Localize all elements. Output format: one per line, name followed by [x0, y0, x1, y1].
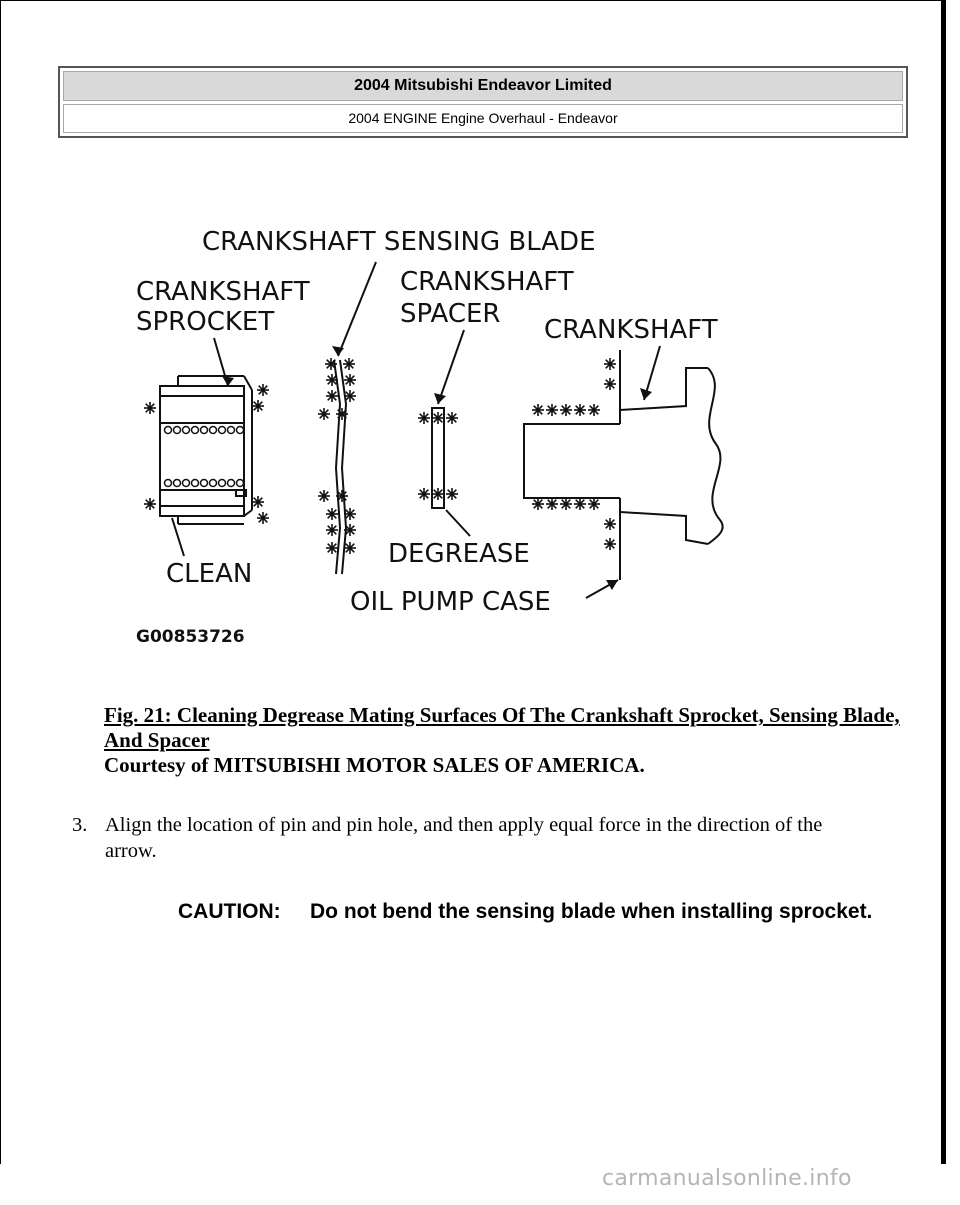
step-number: 3. — [72, 814, 88, 836]
crankshaft-asterisks — [531, 357, 617, 551]
label-oil-pump-case: OIL PUMP CASE — [350, 587, 551, 617]
sprocket-asterisks — [143, 383, 270, 525]
page-frame — [0, 0, 946, 1164]
crankshaft-sprocket-drawing — [159, 375, 253, 525]
crankshaft-diagram-figure: CRANKSHAFT SENSING BLADE CRANKSHAFT SPRO… — [120, 218, 760, 658]
header-subtitle: 2004 ENGINE Engine Overhaul - Endeavor — [63, 104, 903, 133]
document-header: 2004 Mitsubishi Endeavor Limited 2004 EN… — [58, 66, 908, 138]
caution-label: CAUTION: — [178, 900, 281, 923]
crankshaft-spacer-drawing — [431, 407, 445, 509]
spacer-asterisks — [417, 411, 459, 501]
caution-text: Do not bend the sensing blade when insta… — [310, 900, 873, 923]
label-crankshaft-spacer-line2: SPACER — [400, 299, 501, 329]
figure-caption-title: Fig. 21: Cleaning Degrease Mating Surfac… — [104, 703, 900, 752]
header-title: 2004 Mitsubishi Endeavor Limited — [63, 71, 903, 101]
figure-caption: Fig. 21: Cleaning Degrease Mating Surfac… — [104, 703, 904, 778]
label-crankshaft-sprocket-line2: SPROCKET — [136, 307, 274, 337]
figure-courtesy: Courtesy of MITSUBISHI MOTOR SALES OF AM… — [104, 753, 645, 777]
figure-code: G00853726 — [136, 627, 245, 647]
label-crankshaft-spacer-line1: CRANKSHAFT — [400, 267, 574, 297]
leader-lines — [171, 261, 661, 599]
crankshaft-diagram: CRANKSHAFT SENSING BLADE CRANKSHAFT SPRO… — [136, 227, 724, 647]
label-crankshaft-sprocket-line1: CRANKSHAFT — [136, 277, 310, 307]
crankshaft-drawing — [523, 350, 724, 580]
sensing-blade-drawing — [333, 359, 348, 575]
label-crankshaft-sensing-blade: CRANKSHAFT SENSING BLADE — [202, 227, 596, 257]
label-degrease: DEGREASE — [388, 539, 530, 569]
watermark: carmanualsonline.info — [602, 1166, 852, 1191]
label-clean: CLEAN — [166, 559, 252, 589]
label-crankshaft: CRANKSHAFT — [544, 315, 718, 345]
leader-arrowheads — [222, 346, 652, 590]
step-text: Align the location of pin and pin hole, … — [105, 814, 823, 862]
